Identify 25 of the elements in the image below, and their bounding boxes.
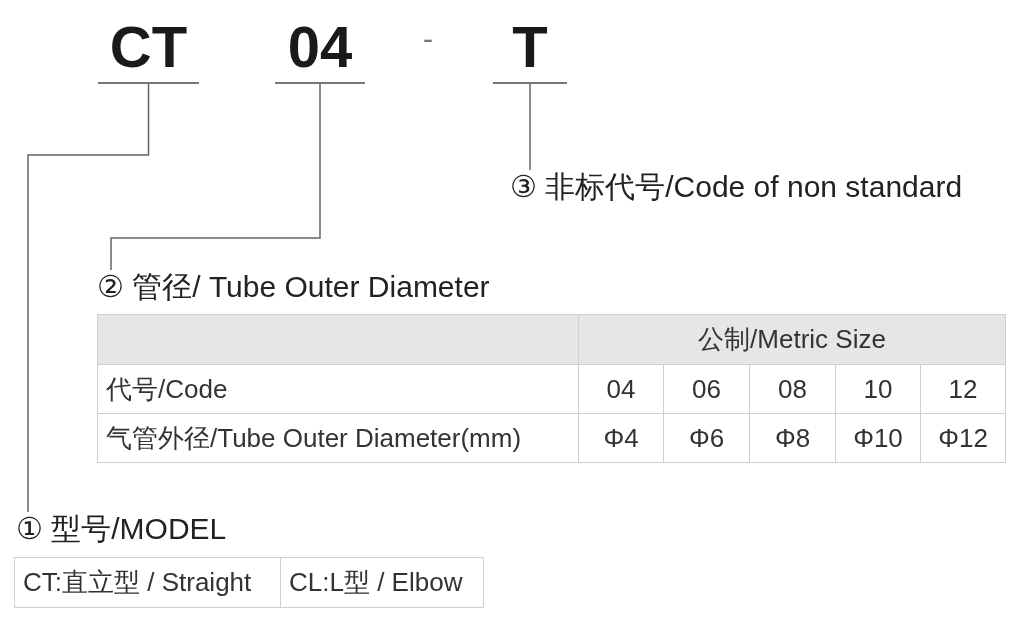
table-cell: 12 — [920, 364, 1006, 414]
model-code-segment: T — [493, 10, 567, 84]
leader-line — [529, 83, 531, 171]
table-cell: 08 — [749, 364, 836, 414]
table-cell: Φ6 — [663, 413, 750, 463]
model-code-segment: 04 — [275, 10, 365, 84]
part-heading: ③ 非标代号/Code of non standard — [510, 170, 963, 203]
table-cell: Φ10 — [835, 413, 921, 463]
table-header-cell: 公制/Metric Size — [578, 314, 1006, 365]
table-cell: Φ8 — [749, 413, 836, 463]
table-cell: CL:L型 / Elbow — [280, 557, 484, 608]
table-cell: CT:直立型 / Straight — [14, 557, 281, 608]
part-heading: ① 型号/MODEL — [16, 512, 227, 545]
leader-line — [27, 83, 150, 513]
table-cell: Φ12 — [920, 413, 1006, 463]
table-cell: 气管外径/Tube Outer Diameter(mm) — [97, 413, 579, 463]
table-cell: 04 — [578, 364, 664, 414]
table-cell: Φ4 — [578, 413, 664, 463]
table-cell: 10 — [835, 364, 921, 414]
table-cell: 代号/Code — [97, 364, 579, 414]
part-heading: ② 管径/ Tube Outer Diameter — [97, 270, 490, 303]
separator-dash: - — [423, 24, 433, 54]
model-code-segment: CT — [98, 10, 199, 84]
table-cell: 06 — [663, 364, 750, 414]
leader-line — [110, 83, 321, 271]
